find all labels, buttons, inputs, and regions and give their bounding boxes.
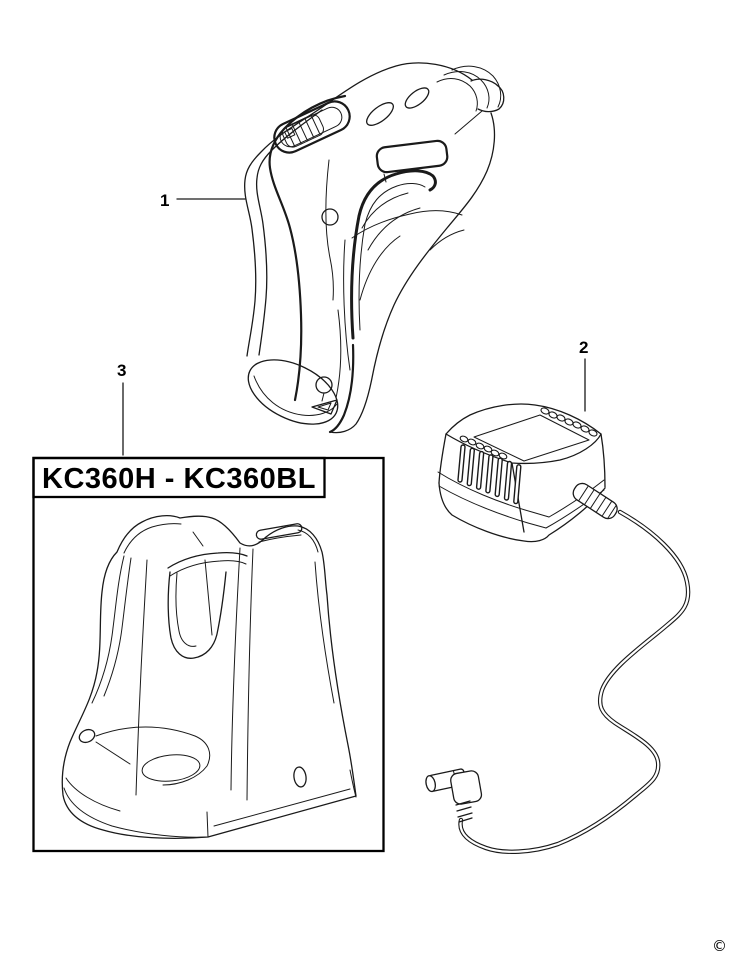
front-accent-lower: [328, 343, 355, 434]
base-vertical-seams: [135, 529, 335, 801]
cradle-strap: [167, 551, 248, 577]
dc-plug: [425, 768, 483, 823]
screwdriver-base-inner-arc: [253, 375, 338, 416]
power-cable: [458, 509, 691, 854]
front-apron-details: [78, 726, 307, 788]
adapter-strain-relief: [572, 482, 618, 520]
cradle-opening: [167, 559, 227, 659]
callout-3-number: 3: [117, 361, 126, 380]
adapter-right-edge: [600, 433, 606, 488]
trigger-accent-loop: [350, 169, 437, 340]
screwdriver-nose: [436, 65, 505, 135]
screwdriver-base-ellipse: [247, 359, 339, 425]
charger-base-drawing: [61, 515, 357, 839]
base-left-rail-lines: [91, 523, 204, 704]
screwdriver-shell-seam: [255, 109, 323, 356]
screwdriver-outline-right: [329, 112, 496, 434]
adapter-edge-bumps: [459, 407, 598, 460]
screwdriver-drawing: [243, 62, 505, 434]
kit-title: KC360H - KC360BL: [42, 463, 316, 495]
copyright-symbol: ©: [712, 937, 727, 955]
direction-switch: [273, 100, 351, 154]
warning-triangle: [311, 399, 338, 415]
base-screw-boss-left: [78, 728, 96, 744]
base-screw-boss-right: [293, 766, 307, 788]
screwdriver-outline-left: [243, 62, 473, 357]
base-plinth-lines: [63, 769, 357, 838]
adapter-drawing: [425, 403, 691, 854]
shoulder-slot: [255, 523, 303, 543]
dc-plug-body: [450, 770, 483, 805]
adapter-label-area: [473, 414, 590, 462]
adapter-bottom-outline: [438, 482, 606, 543]
vent-ovals: [366, 87, 430, 126]
base-details: [311, 376, 338, 415]
side-label-recess: [375, 139, 449, 174]
interior-contours: [325, 159, 465, 399]
callout-1-number: 1: [160, 191, 169, 210]
base-outline: [61, 515, 357, 839]
title-box: [32, 456, 326, 499]
adapter-left-edge: [438, 433, 447, 484]
callout-2-number: 2: [579, 338, 588, 357]
adapter-vents: [457, 444, 522, 505]
handle-accent-left: [268, 94, 347, 402]
dc-plug-ribs: [455, 800, 473, 823]
handle-screw-hole: [321, 208, 339, 226]
